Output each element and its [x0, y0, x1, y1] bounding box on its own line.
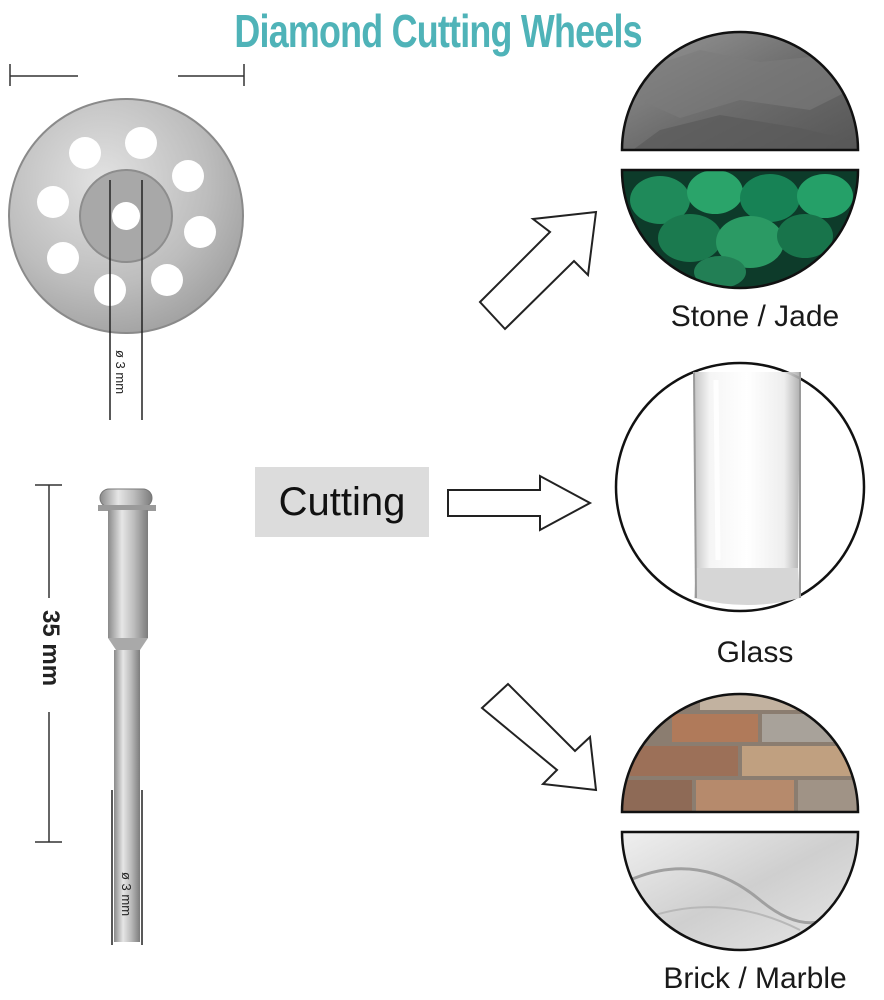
- disc-hole-label: ø 3 mm: [113, 350, 128, 395]
- diamond-disc-image: [8, 98, 244, 334]
- shank-dimension: [111, 790, 143, 945]
- disc-hole-dimension: [109, 180, 143, 420]
- arrow-down-right-icon: [480, 682, 598, 792]
- disc-diameter-dimension: [9, 64, 245, 86]
- mandrel-image: [98, 488, 156, 942]
- shank-label: ø 3 mm: [119, 872, 134, 917]
- stone-jade-image: [620, 30, 860, 290]
- arrow-up-right-icon: [478, 210, 598, 331]
- cutting-label: Cutting: [255, 467, 429, 537]
- page-title: Diamond Cutting Wheels: [234, 5, 642, 57]
- glass-image: [614, 361, 866, 613]
- brick-marble-image: [620, 692, 860, 952]
- mandrel-length-dimension: [35, 484, 62, 843]
- material-label-brick-marble: Brick / Marble: [663, 962, 847, 995]
- mandrel-length-label: 35 mm: [37, 610, 64, 687]
- arrow-right-icon: [447, 474, 593, 532]
- material-label-stone-jade: Stone / Jade: [670, 300, 840, 333]
- material-label-glass: Glass: [716, 636, 794, 669]
